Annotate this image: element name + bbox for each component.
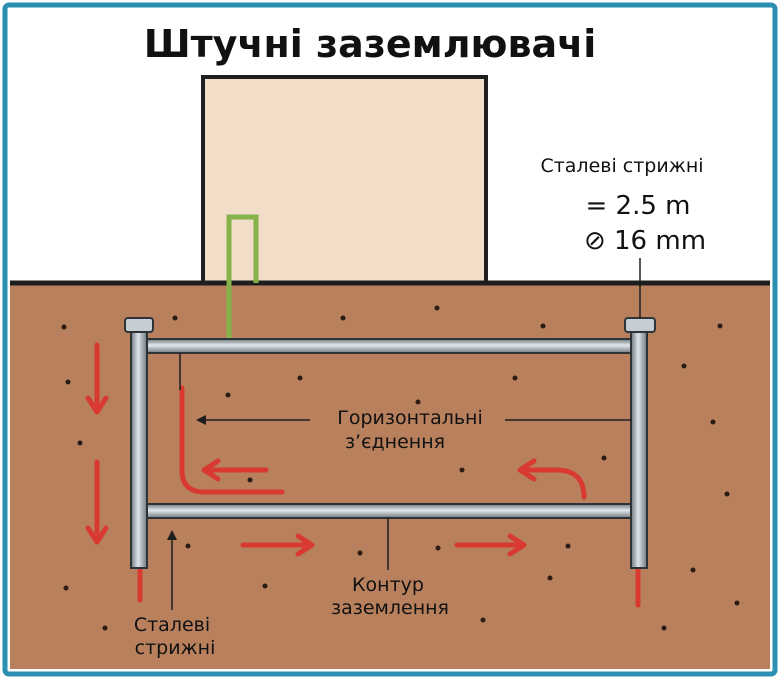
- horizontal-bar-bottom: [145, 503, 637, 519]
- arrow-inner-left-head: [201, 458, 221, 482]
- arrow-inner-right-curve: [519, 467, 587, 500]
- rod-cap-right: [624, 317, 656, 333]
- arrow-inner-bend: [179, 385, 285, 495]
- rods-label-line2: стрижні: [135, 637, 216, 659]
- arrow-inner-right-head: [517, 458, 537, 482]
- rod-cap-left: [124, 317, 154, 333]
- diagram-title: Штучні заземлювачі: [144, 22, 597, 66]
- arrow-bottom-left-head: [295, 533, 315, 557]
- arrow-left-lower-head: [85, 525, 109, 545]
- steel-rod-right: [630, 329, 648, 569]
- horizontal-label-line2: з’єднення: [345, 431, 445, 453]
- soil-specks: [61, 305, 740, 631]
- rods-label-line1: Сталеві: [134, 614, 210, 636]
- building: [201, 75, 488, 285]
- contour-label-line2: заземлення: [331, 597, 449, 619]
- leader-lines: [167, 258, 641, 610]
- horizontal-label-line1: Горизонтальні: [337, 407, 483, 429]
- rod-length-value: = 2.5 m: [586, 191, 691, 221]
- leader-horizontal-arrowhead: [196, 415, 206, 425]
- rod-spec-title: Сталеві стрижні: [540, 155, 703, 177]
- arrow-bottom-right-head: [507, 533, 527, 557]
- rod-diameter-value: ⊘ 16 mm: [584, 226, 706, 256]
- contour-label-line1: Контур: [352, 574, 424, 596]
- grounding-conductor: [226, 214, 259, 346]
- steel-rod-left: [130, 329, 148, 569]
- horizontal-bar-top: [145, 338, 637, 354]
- leader-rods-arrowhead: [167, 530, 177, 540]
- arrow-left-upper-head: [85, 395, 109, 415]
- current-flow-arrows: [85, 342, 641, 608]
